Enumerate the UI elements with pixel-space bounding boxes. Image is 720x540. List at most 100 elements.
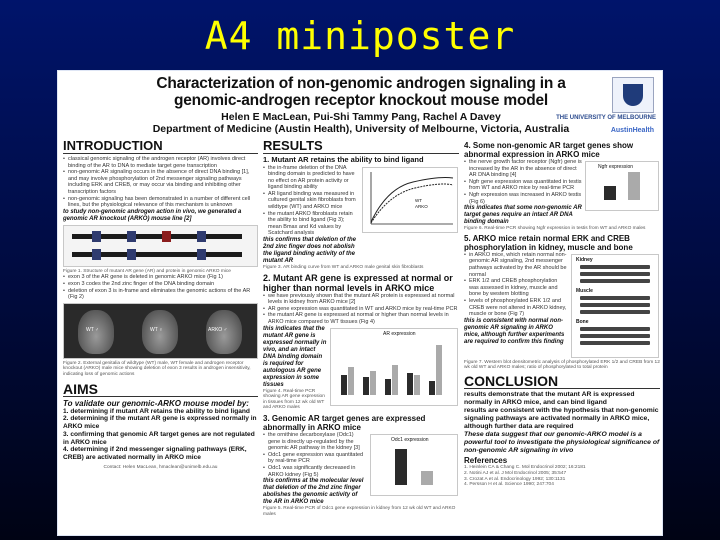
bar — [370, 370, 376, 395]
references-heading: References — [464, 455, 508, 465]
result-1-title: 1. Mutant AR retains the ability to bind… — [263, 155, 424, 164]
university-logo — [612, 77, 654, 113]
poster: Characterization of non-genomic androgen… — [57, 70, 663, 536]
result-bullet: the in-frame deletion of the DNA binding… — [263, 165, 359, 191]
legend-wt: WT — [415, 197, 422, 203]
blot-band — [580, 340, 650, 345]
result-bullet: ERK 1/2 and CREB phosphorylation was ass… — [464, 278, 568, 298]
fig1-caption: Figure 1. Structure of mutant AR gene (A… — [63, 268, 231, 274]
wt-gene-line — [72, 230, 242, 242]
blot-label: Kidney — [576, 256, 593, 263]
poster-title: Characterization of non-genomic androgen… — [156, 75, 566, 109]
exon-2 — [127, 248, 136, 260]
intro-bullets: classical genomic signaling of the andro… — [63, 156, 258, 209]
conclusion-bullet: results are consistent with the hypothes… — [464, 406, 659, 430]
mouse-label: WT ♂ — [86, 326, 99, 333]
exon-4 — [197, 248, 206, 260]
result-1-conclusion: this confirms that deletion of the 2nd z… — [263, 237, 357, 265]
result-bullet: Ngfr expression was increased in ARKO te… — [464, 192, 582, 205]
result-bullet: Odc1 was significantly decreased in ARKO… — [263, 465, 367, 478]
fig6-caption: Figure 6. Real-time PCR showing Ngfr exp… — [464, 226, 646, 232]
figure-4-ar-expression: AR expression — [330, 327, 458, 406]
result-2-row: this indicates that the mutant AR gene i… — [263, 326, 459, 411]
crest-icon — [623, 84, 643, 106]
result-bullet: Odc1 gene expression was quantitated by … — [263, 452, 367, 465]
figure-7-western-blots: Kidney Muscle Bone — [571, 253, 659, 358]
figure-3-binding-curve: WT ARKO — [362, 166, 458, 233]
blot-band — [580, 278, 650, 283]
result-1-row: the in-frame deletion of the DNA binding… — [263, 165, 459, 266]
result-1-text: the in-frame deletion of the DNA binding… — [263, 165, 359, 266]
result-bullet: the nerve growth factor receptor (Ngfr) … — [464, 159, 582, 179]
poster-authors: Helen E MacLean, Pui-Shi Tammy Pang, Rac… — [221, 111, 501, 123]
university-logo-text: THE UNIVERSITY OF MELBOURNE — [556, 115, 656, 121]
mouse-wt-male — [78, 309, 114, 354]
blot-band — [580, 309, 650, 314]
aim-item: 2. determining if the mutant AR gene is … — [63, 415, 257, 431]
blot-band — [580, 295, 650, 300]
bar — [429, 380, 435, 395]
bar — [407, 372, 413, 395]
figure-2-mice: WT ♂ WT ♀ ARKO ♂ — [63, 302, 258, 359]
fig5-caption: Figure 5. Real-time PCR of Odc1 gene exp… — [263, 506, 456, 517]
blot-band — [580, 271, 650, 276]
bar — [628, 172, 640, 200]
bar — [414, 374, 420, 395]
figure-5-odc1-expression: Odc1 expression — [370, 433, 458, 496]
slide-title: A4 miniposter — [204, 14, 516, 58]
fig4-caption: Figure 4. Real-time PCR showing AR gene … — [263, 388, 325, 411]
bar — [348, 366, 354, 395]
intro-bullet: exon 3 of the AR gene is deleted in geno… — [63, 274, 258, 281]
intro-bullet: classical genomic signaling of the andro… — [63, 156, 258, 169]
reference-item: 1. Heinlein CA & Chang C. Mol Endocrinol… — [464, 465, 586, 471]
conclusion-bullet: results demonstrate that the mutant AR i… — [464, 390, 635, 406]
reference-item: 3. Crozat A et al. Endocrinology 1992; 1… — [464, 476, 566, 482]
column-intro-aims: INTRODUCTION classical genomic signaling… — [63, 139, 258, 533]
exon-1 — [92, 230, 101, 242]
bar — [392, 364, 398, 395]
binding-curve-plot — [370, 171, 454, 224]
column-results: RESULTS 1. Mutant AR retains the ability… — [263, 139, 459, 533]
bar — [385, 378, 391, 395]
intro-bullet: non-genomic signaling has been demonstra… — [63, 196, 258, 209]
aim-item: 4. determining if 2nd messenger signalin… — [63, 446, 247, 462]
poster-affiliation: Department of Medicine (Austin Health), … — [152, 123, 570, 135]
exon-2 — [127, 230, 136, 242]
bar — [395, 448, 407, 485]
fig6-label: Ngfr expression — [598, 164, 634, 170]
blot-band — [580, 333, 650, 338]
intro-aim-statement: to study non-genomic androgen action in … — [63, 208, 242, 222]
result-3-row: the ornithine decarboxylase (Odc1) gene … — [263, 432, 459, 506]
figure-1-gene-structure — [63, 224, 258, 267]
mouse-wt-female — [142, 309, 178, 354]
aim-item: 3. confirming that genomic AR target gen… — [63, 430, 255, 446]
result-2-bullets: we have previously shown that the mutant… — [263, 293, 459, 326]
exon-1 — [92, 248, 101, 260]
fig2-caption: Figure 2. External genitalia of wildtype… — [63, 360, 251, 377]
result-4-title: 4. Some non-genomic AR target genes show… — [464, 141, 634, 159]
result-bullet: in ARKO mice, which retain normal non-ge… — [464, 252, 568, 278]
arko-curve — [370, 183, 454, 223]
result-bullet: the mutant AR gene is expressed at norma… — [263, 312, 459, 325]
result-3-title: 3. Genomic AR target genes are expressed… — [263, 413, 426, 432]
poster-authors-block: Helen E MacLean, Pui-Shi Tammy Pang, Rac… — [128, 111, 594, 135]
figure-6-ngfr-expression: Ngfr expression — [585, 161, 659, 211]
arko-gene-line — [72, 248, 242, 260]
column-results-conclusion: 4. Some non-genomic AR target genes show… — [464, 139, 660, 533]
result-4-row: the nerve growth factor receptor (Ngfr) … — [464, 159, 660, 226]
result-5-row: in ARKO mice, which retain normal non-ge… — [464, 252, 660, 360]
result-bullet: Ngfr gene expression was quantitated in … — [464, 179, 582, 192]
exon-3 — [162, 230, 171, 242]
result-3-conclusion: this confirms at the molecular level tha… — [263, 478, 364, 506]
intro-heading: INTRODUCTION — [63, 139, 258, 154]
result-5-title: 5. ARKO mice retain normal ERK and CREB … — [464, 233, 633, 252]
reference-item: 2. Notini AJ et al. J Mol Endocrinol 200… — [464, 471, 567, 477]
mouse-label: ARKO ♂ — [208, 326, 228, 333]
result-bullet: the ornithine decarboxylase (Odc1) gene … — [263, 432, 367, 452]
blot-band — [580, 302, 650, 307]
blot-label: Bone — [576, 318, 589, 325]
contact-line: Contact: Helen MacLean, hmaclean@unimelb… — [103, 465, 218, 471]
results-heading: RESULTS — [263, 139, 459, 154]
conclusion-heading: CONCLUSION — [464, 374, 660, 389]
fig7-caption: Figure 7. Western blot densitometric ana… — [464, 359, 660, 371]
